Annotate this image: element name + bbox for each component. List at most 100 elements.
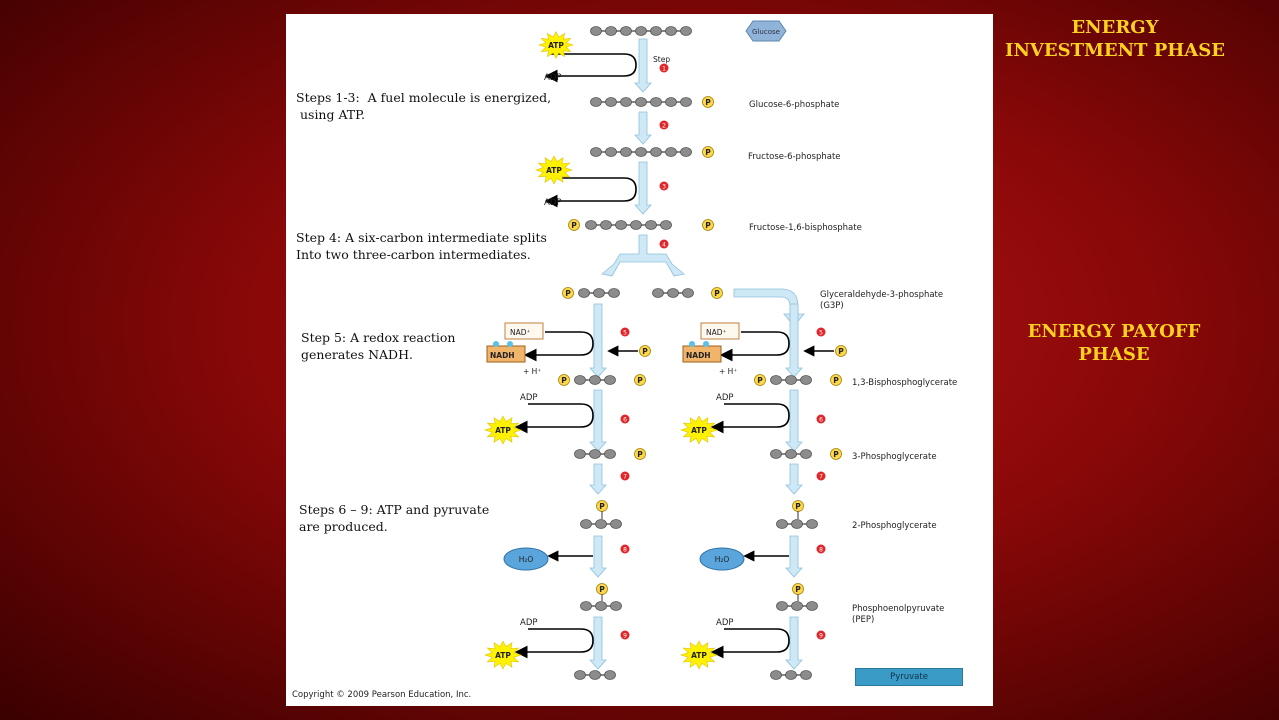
carbon-atom [589,375,601,385]
carbon-atom [770,375,782,385]
carbon-atom [806,519,818,529]
phosphate-label: P [833,376,839,385]
carbon-atom [650,147,662,157]
reaction-arrow [634,161,652,215]
carbon-atom [574,375,586,385]
carbon-atom [595,601,607,611]
nad-box [504,322,544,340]
step-number: 7 [819,474,823,481]
energy-investment-heading: ENERGY INVESTMENT PHASE [1005,17,1225,61]
carbon-atom [615,220,627,230]
step-number-dot [620,414,630,424]
bisphosphoglycerate-label: 1,3-Bisphosphoglycerate [852,378,957,388]
carbon-atom [593,288,605,298]
step-number: 1 [662,66,666,73]
carbon-atom [645,220,657,230]
step-number: 8 [819,547,823,554]
carbon-atom [604,670,616,680]
phosphate-label: P [561,376,567,385]
reaction-arrow [785,389,803,452]
step-number: 8 [623,547,627,554]
cofactor-arrow [523,331,594,362]
carbon-atom [800,449,812,459]
carbon-atom [667,288,679,298]
water-label: H₂O [715,555,730,564]
phosphate-icon [702,146,714,158]
carbon-atom [590,97,602,107]
step-number-dot [659,120,669,130]
step-number-dot [816,630,826,640]
electron-icon [493,341,499,347]
phosphate-icon [702,96,714,108]
3-phosphoglycerate-label: 3-Phosphoglycerate [852,452,937,462]
reaction-arrow [785,535,803,578]
reaction-arrow [589,535,607,578]
adp-label: ADP [544,198,562,208]
phosphate-icon [558,374,570,386]
carbon-atom [585,220,597,230]
cofactor-arrow [710,403,790,434]
carbon-atom [665,97,677,107]
atp-label: ATP [548,41,564,50]
carbon-atom [590,147,602,157]
nad-box [700,322,740,340]
atp-burst-icon [535,155,573,185]
phosphate-icon [830,448,842,460]
pyruvate-label: Pyruvate [855,668,963,686]
step-number: 9 [819,633,823,640]
phosphate-label: P [705,98,711,107]
phosphate-label: P [637,376,643,385]
phosphate-icon [702,219,714,231]
carbon-atom [770,449,782,459]
step-number-dot [659,239,669,249]
carbon-atom [580,601,592,611]
steps-6-9-text: Steps 6 – 9: ATP and pyruvate are produc… [299,502,490,534]
carbon-atom [580,519,592,529]
phosphate-icon [639,345,651,357]
2-phosphoglycerate-label: 2-Phosphoglycerate [852,521,937,531]
carbon-atom [610,601,622,611]
carbon-atom [650,97,662,107]
step-number-dot [620,327,630,337]
step-number: 4 [662,242,666,249]
electron-icon [703,341,709,347]
carbon-atom [785,449,797,459]
step-number-dot [816,544,826,554]
carbon-atom [635,147,647,157]
fructose-1-6-bisphosphate-label: Fructose-1,6-bisphosphate [749,223,862,233]
reaction-arrow [589,616,607,670]
step-number-dot [816,414,826,424]
cofactor-arrow [710,628,790,659]
phosphate-label: P [705,221,711,230]
step-number: 3 [662,184,666,191]
reaction-arrow [589,463,607,495]
carbon-atom [635,97,647,107]
carbon-atom [680,26,692,36]
carbon-atom [665,147,677,157]
phosphate-icon [562,287,574,299]
phosphate-label: P [838,347,844,356]
carbon-atom [800,375,812,385]
carbon-atom [800,670,812,680]
reaction-arrow [589,303,607,378]
step-number-dot [816,471,826,481]
reaction-arrow [785,616,803,670]
step-number: 6 [623,417,627,424]
reaction-arrow [634,38,652,93]
phosphate-label: P [714,289,720,298]
carbon-atom [605,147,617,157]
atp-label: ATP [691,426,707,435]
adp-label: ADP [716,393,734,403]
nadh-box [682,345,722,363]
g3p-label: Glyceraldehyde-3-phosphate [820,290,943,300]
carbon-atom [574,449,586,459]
atp-label: ATP [495,426,511,435]
energy-payoff-heading: ENERGY PAYOFF PHASE [1027,321,1201,365]
step-number: 2 [662,123,666,130]
atp-label: ATP [495,651,511,660]
phosphate-label: P [565,289,571,298]
carbon-atom [785,375,797,385]
phosphate-label: P [833,450,839,459]
cofactor-arrow [514,628,594,659]
carbon-atom [785,670,797,680]
